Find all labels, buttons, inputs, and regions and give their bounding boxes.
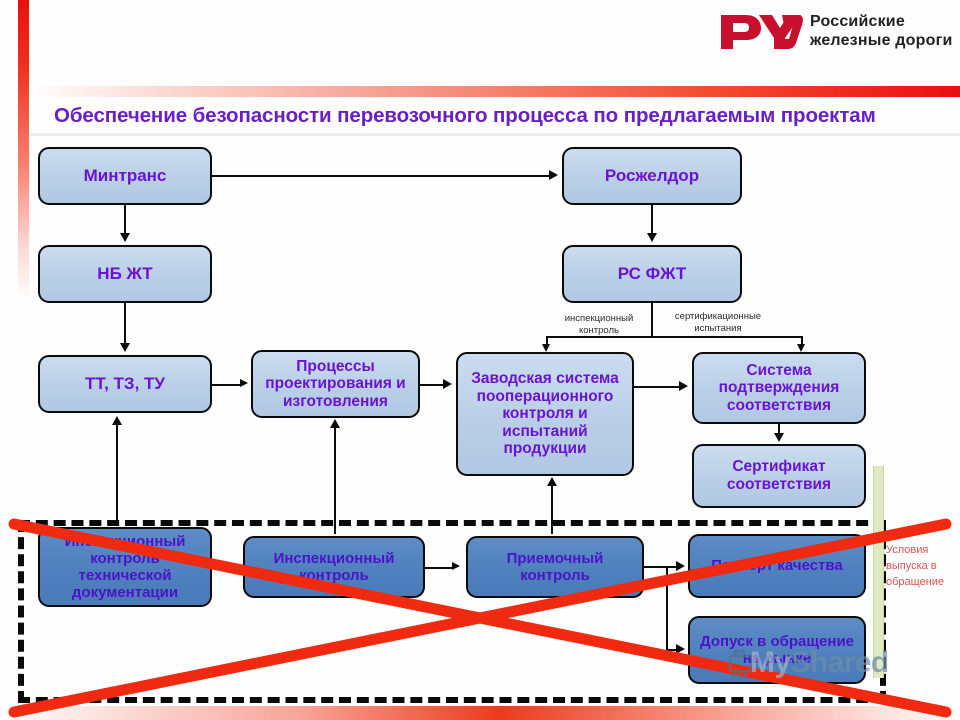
edge-label-inspection-control: инспекционный контроль [564, 313, 634, 336]
node-roszheldor[interactable]: Росжелдор [562, 147, 742, 205]
node-factory-system[interactable]: Заводская система пооперационного контро… [456, 352, 634, 476]
arrowhead-inspection-to-processes [329, 419, 340, 428]
arrowhead-processes-to-factory [443, 378, 452, 389]
edge-rsfzht-right-branch [801, 336, 803, 346]
rzd-logo: Российские железные дороги [718, 8, 956, 58]
arrowhead-nbzht-to-tt [119, 343, 130, 352]
edge-to-quality-passport [666, 566, 678, 568]
arrowhead-to-quality-passport [676, 560, 685, 571]
arrowhead-acceptance-to-factory [546, 477, 557, 486]
edge-mintrans-to-nbzht [124, 205, 126, 233]
edge-rsfzht-left-branch [546, 336, 548, 346]
edge-roszheldor-to-rsfzht [651, 205, 653, 233]
node-conformity-system[interactable]: Система подтверждения соответствия [692, 352, 866, 424]
edge-mintrans-to-roszheldor [212, 175, 549, 177]
arrowhead-roszheldor-to-rsfzht [646, 233, 657, 242]
left-accent-bar [18, 0, 29, 300]
arrowhead-tt-to-processes [240, 379, 248, 387]
top-accent-bar [30, 86, 960, 97]
edge-processes-to-factory [420, 384, 444, 386]
edge-label-certification-tests: сертификационные испытания [674, 311, 762, 334]
arrowhead-conformity-to-certificate [773, 433, 784, 442]
edge-factory-to-conformity [634, 386, 680, 388]
bottom-accent-bar [0, 706, 960, 720]
watermark-my: My [750, 646, 791, 679]
node-nb-zht[interactable]: НБ ЖТ [38, 245, 212, 303]
camera-icon [728, 649, 754, 680]
edge-to-market-admission [666, 649, 678, 651]
rzd-logo-line1: Российские [810, 13, 905, 30]
watermark-shared: Shared [790, 646, 889, 679]
edge-inspection-to-acceptance [425, 567, 453, 569]
edge-rsfzht-stem [651, 303, 653, 337]
rzd-logo-text: Российские железные дороги [810, 12, 952, 50]
condition-note: Условия выпуска в обращение [886, 544, 945, 588]
arrowhead-mintrans-to-roszheldor [549, 169, 558, 180]
node-certificate[interactable]: Сертификат соответствия [692, 444, 866, 508]
arrowhead-certification-tests [797, 344, 805, 352]
edge-acceptance-stem [644, 566, 668, 568]
arrowhead-docinspection-to-tt [111, 416, 122, 425]
red-cross-out-annotation [8, 518, 952, 718]
arrowhead-factory-to-conformity [679, 380, 688, 391]
node-rs-fzht[interactable]: РС ФЖТ [562, 245, 742, 303]
rzd-logo-line2: железные дороги [810, 32, 953, 49]
edge-rsfzht-bus [546, 336, 802, 338]
edge-tt-to-processes [212, 384, 241, 386]
edge-conformity-to-certificate [778, 424, 780, 435]
arrowhead-to-market-admission [676, 643, 685, 654]
node-tt-tz-tu[interactable]: ТТ, ТЗ, ТУ [38, 355, 212, 413]
edge-nbzht-to-tt [124, 303, 126, 343]
myshared-watermark: MyShared [750, 646, 889, 680]
node-mintrans[interactable]: Минтранс [38, 147, 212, 205]
condition-green-bar [873, 466, 884, 678]
arrowhead-mintrans-to-nbzht [119, 233, 130, 242]
edge-inspection-to-processes [334, 428, 336, 534]
page-title: Обеспечение безопасности перевозочного п… [54, 104, 876, 127]
edge-acceptance-split [666, 566, 668, 650]
node-design-processes[interactable]: Процессы проектирования и изготовления [251, 350, 420, 418]
arrowhead-inspection-to-acceptance [452, 562, 460, 570]
edge-docinspection-to-tt [116, 425, 118, 525]
rzd-logo-mark-icon [721, 15, 803, 49]
edge-acceptance-to-factory [551, 486, 553, 534]
title-underline [30, 133, 960, 136]
arrowhead-inspection-control [542, 344, 550, 352]
